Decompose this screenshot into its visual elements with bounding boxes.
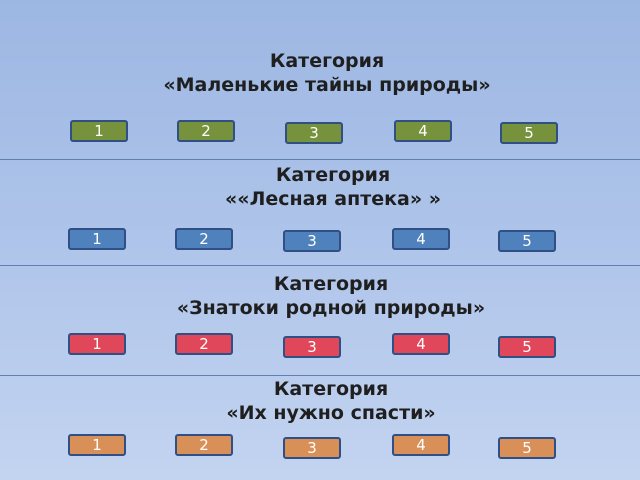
- question-tile-4[interactable]: 4: [392, 434, 450, 456]
- question-tile-4[interactable]: 4: [392, 333, 450, 355]
- section-divider: [0, 375, 640, 376]
- category-label: Категория: [269, 50, 385, 72]
- question-tile-1[interactable]: 1: [68, 228, 126, 250]
- question-tile-5[interactable]: 5: [500, 122, 558, 144]
- category-label: Категория: [273, 273, 389, 295]
- category-title: Категория «Маленькие тайны природы»: [7, 49, 640, 97]
- question-tile-2[interactable]: 2: [175, 434, 233, 456]
- question-tile-3[interactable]: 3: [283, 336, 341, 358]
- question-tile-2[interactable]: 2: [175, 228, 233, 250]
- category-name: ««Лесная аптека» »: [225, 188, 441, 210]
- question-tile-1[interactable]: 1: [68, 333, 126, 355]
- question-tile-4[interactable]: 4: [394, 120, 452, 142]
- question-tile-5[interactable]: 5: [498, 437, 556, 459]
- category-label: Категория: [273, 378, 389, 400]
- question-tile-2[interactable]: 2: [175, 333, 233, 355]
- category-title: Категория «Знатоки родной природы»: [11, 272, 640, 320]
- section-divider: [0, 159, 640, 160]
- question-tile-3[interactable]: 3: [283, 437, 341, 459]
- question-tile-1[interactable]: 1: [70, 120, 128, 142]
- section-divider: [0, 265, 640, 266]
- category-label: Категория: [275, 164, 391, 186]
- category-name: «Маленькие тайны природы»: [163, 74, 491, 96]
- question-tile-2[interactable]: 2: [177, 120, 235, 142]
- category-title: Категория «Их нужно спасти»: [11, 377, 640, 425]
- category-title: Категория ««Лесная аптека» »: [13, 163, 640, 211]
- question-tile-3[interactable]: 3: [285, 122, 343, 144]
- question-tile-5[interactable]: 5: [498, 230, 556, 252]
- question-tile-4[interactable]: 4: [392, 228, 450, 250]
- category-name: «Знатоки родной природы»: [176, 297, 486, 319]
- question-tile-3[interactable]: 3: [283, 230, 341, 252]
- question-tile-5[interactable]: 5: [498, 336, 556, 358]
- category-name: «Их нужно спасти»: [226, 402, 436, 424]
- question-tile-1[interactable]: 1: [68, 434, 126, 456]
